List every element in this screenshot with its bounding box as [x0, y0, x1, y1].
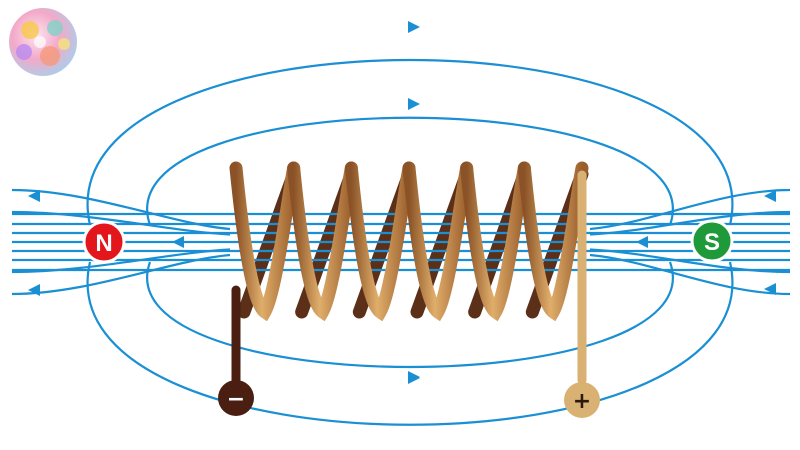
- internal-arrow-right: [636, 236, 648, 248]
- positive-terminal: +: [564, 382, 600, 418]
- internal-arrow-left: [172, 236, 184, 248]
- field-line-right-flare-4: [589, 253, 791, 296]
- colorful-sphere-logo: [9, 8, 77, 76]
- negative-terminal-label: −: [227, 387, 245, 412]
- south-pole-marker: S: [690, 219, 734, 263]
- coil-front-strand-3: [344, 161, 416, 322]
- positive-terminal-label: +: [573, 389, 591, 414]
- field-line-bottom-2: [146, 261, 674, 368]
- field-line-right-flare-1: [589, 188, 791, 231]
- coil-front-strand-1: [229, 161, 301, 322]
- coil-front-strand-2: [287, 161, 358, 322]
- field-arrow-top-2: [408, 98, 420, 110]
- field-arrow-right-1: [764, 190, 776, 202]
- coil-front-strand-4: [402, 161, 474, 322]
- field-line-top-2: [146, 116, 674, 226]
- negative-terminal: −: [218, 380, 254, 416]
- north-pole-label: N: [95, 230, 112, 257]
- field-arrow-left-2: [28, 284, 40, 296]
- field-arrow-left-1: [28, 190, 40, 202]
- field-line-bottom-1: [86, 261, 734, 426]
- field-line-left-flare-4: [11, 253, 231, 296]
- field-line-left-flare-1: [11, 188, 231, 231]
- field-arrow-top-1: [408, 21, 420, 33]
- field-arrow-right-2: [764, 283, 776, 295]
- north-pole-marker: N: [82, 220, 126, 264]
- coil-front-strand-6: [517, 161, 589, 322]
- field-line-top-1: [86, 59, 734, 226]
- south-pole-label: S: [704, 229, 720, 256]
- coil-front-strand-5: [460, 161, 531, 322]
- field-arrow-bottom-2: [408, 372, 420, 384]
- coil-front-strands: [229, 161, 589, 322]
